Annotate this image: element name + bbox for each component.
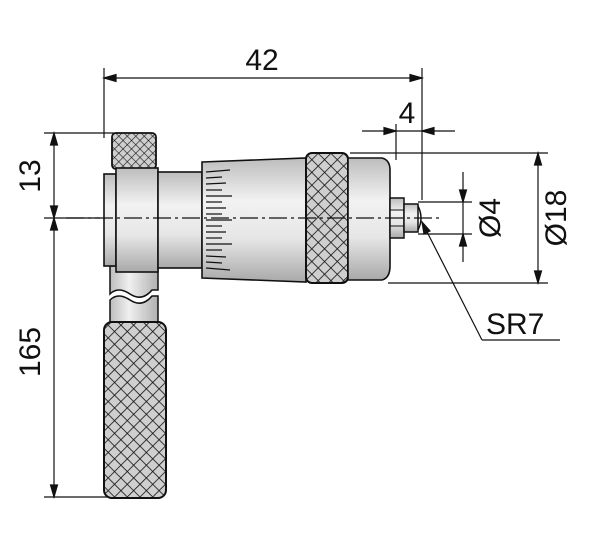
micrometer-body [103,152,422,284]
thimble-graduations [205,169,232,271]
label-handle-length: 165 [14,327,47,377]
dimension-spindle-offset [362,124,455,160]
dimension-spindle-diameter [418,172,472,262]
dimension-body-diameter [350,150,548,286]
end-cap [347,157,391,281]
label-top-offset: 13 [14,159,47,192]
dimension-overall-length [101,68,425,200]
label-spindle-offset: 4 [399,97,416,130]
label-tip-radius: SR7 [486,308,544,341]
handle-grip-knurl [103,321,167,499]
leader-tip-radius [421,220,560,341]
label-spindle-diameter: Ø4 [474,198,507,238]
thimble [201,157,307,283]
handle [103,265,167,499]
lock-knob [111,132,157,170]
label-body-diameter: Ø18 [540,190,573,247]
label-overall-length: 42 [245,44,278,77]
